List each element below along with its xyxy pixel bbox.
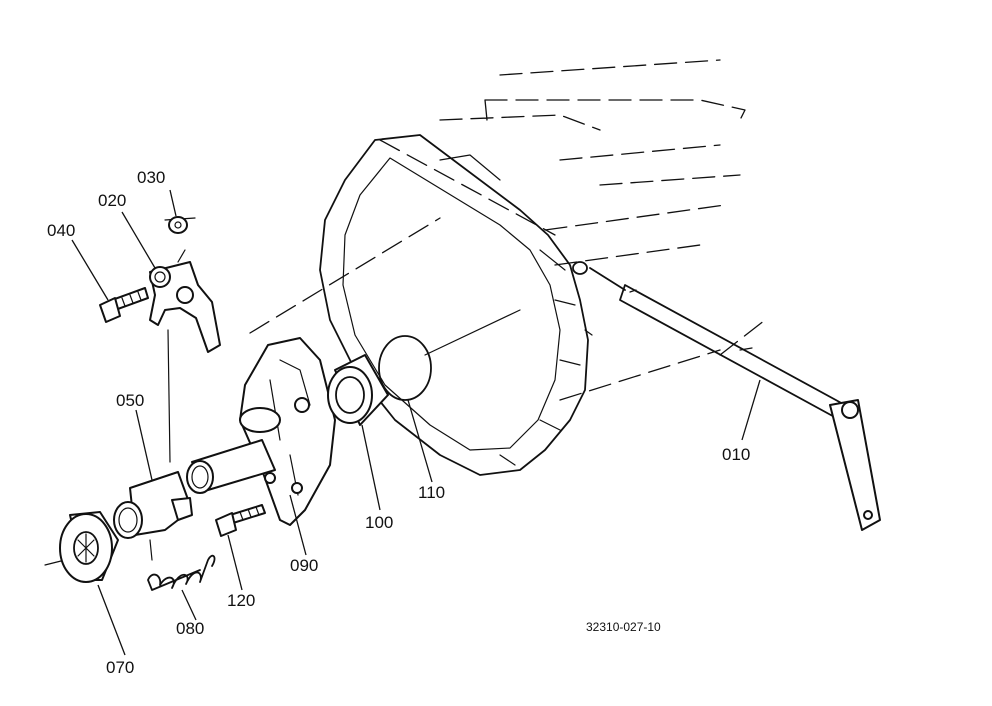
transmission-housing-outline <box>249 59 766 401</box>
part-label-080: 080 <box>176 619 204 638</box>
part-label-030: 030 <box>137 168 165 187</box>
part-label-090: 090 <box>290 556 318 575</box>
bearing-part-100 <box>327 354 389 426</box>
spring-part-080 <box>147 554 216 591</box>
shaft-center-line <box>424 309 521 356</box>
bolt-part-040 <box>99 287 149 323</box>
part-label-120: 120 <box>227 591 255 610</box>
fork-alignment-line <box>167 329 171 463</box>
part-label-050: 050 <box>116 391 144 410</box>
release-bracket-part-090 <box>186 337 336 526</box>
shift-shaft-part-010 <box>589 267 881 531</box>
release-sleeve-part-050 <box>113 471 193 561</box>
release-fork-part-020 <box>149 249 221 353</box>
part-label-020: 020 <box>98 191 126 210</box>
bolt-part-120 <box>215 504 266 537</box>
release-bearing-part-070 <box>44 511 119 583</box>
part-label-110: 110 <box>418 483 445 502</box>
part-label-040: 040 <box>47 221 75 240</box>
reference-code: 32310-027-10 <box>586 620 661 634</box>
washer-part-030 <box>164 216 196 234</box>
part-label-010: 010 <box>722 445 750 464</box>
bell-housing <box>319 134 593 476</box>
callout-leaders <box>71 189 761 656</box>
o-ring-part-110 <box>378 335 432 401</box>
part-label-070: 070 <box>106 658 134 677</box>
part-label-100: 100 <box>365 513 393 532</box>
